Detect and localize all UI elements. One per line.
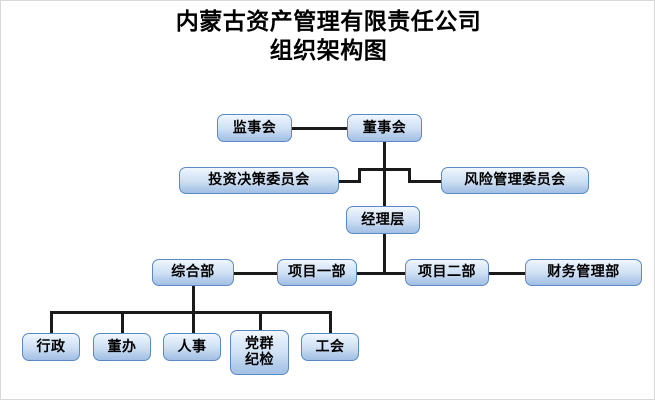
connector-board-to-management — [383, 182, 386, 206]
connector-project2-to-finance — [488, 272, 526, 275]
node-human-resources[interactable]: 人事 — [163, 333, 221, 361]
node-administration[interactable]: 行政 — [22, 333, 80, 361]
node-label-administration: 行政 — [36, 339, 66, 355]
node-labor-union[interactable]: 工会 — [301, 333, 359, 361]
node-label-party-discipline-line-2: 纪检 — [245, 352, 274, 368]
node-label-board-of-directors: 董事会 — [362, 120, 407, 136]
node-party-discipline[interactable]: 党群 纪检 — [230, 330, 289, 375]
connector-drop-board-office — [121, 311, 124, 333]
node-board-office[interactable]: 董办 — [93, 333, 151, 361]
connector-drop-labor-union — [329, 311, 332, 333]
connector-drop-administration — [50, 311, 53, 333]
chart-title-line-1: 内蒙古资产管理有限责任公司 — [175, 9, 482, 34]
connector-to-investment-committee — [338, 180, 361, 183]
node-project-dept-2[interactable]: 项目二部 — [405, 259, 489, 286]
connector-to-risk-committee — [408, 180, 441, 183]
connector-committee-left-drop — [358, 168, 361, 182]
chart-title-line-2: 组织架构图 — [269, 38, 388, 63]
connector-general-affairs-down — [192, 286, 195, 313]
connector-management-down — [383, 234, 386, 273]
node-general-affairs-dept[interactable]: 综合部 — [152, 259, 234, 286]
connector-project1-to-project2 — [356, 272, 406, 275]
node-label-human-resources: 人事 — [177, 339, 207, 355]
connector-board-down — [383, 142, 386, 182]
node-finance-management-dept[interactable]: 财务管理部 — [525, 259, 642, 286]
connector-drop-party-discipline — [259, 311, 262, 333]
node-supervisory-board[interactable]: 监事会 — [217, 114, 292, 142]
connector-general-to-project1 — [233, 272, 278, 275]
chart-title: 内蒙古资产管理有限责任公司 组织架构图 — [1, 7, 654, 65]
node-label-project-dept-2: 项目二部 — [418, 265, 476, 280]
connector-supervisory-to-board — [291, 127, 349, 130]
node-label-labor-union: 工会 — [315, 339, 345, 355]
node-label-risk-management-committee: 风险管理委员会 — [464, 173, 566, 188]
node-label-general-affairs-dept: 综合部 — [171, 265, 215, 280]
connector-committee-bus-right — [383, 168, 411, 171]
connector-committee-bus-left — [358, 168, 386, 171]
node-label-project-dept-1: 项目一部 — [288, 265, 346, 280]
node-investment-decision-committee[interactable]: 投资决策委员会 — [179, 167, 339, 194]
node-risk-management-committee[interactable]: 风险管理委员会 — [441, 167, 589, 194]
node-label-supervisory-board: 监事会 — [232, 120, 277, 136]
node-label-management-level: 经理层 — [361, 212, 405, 228]
connector-subdepartment-bus — [50, 311, 332, 314]
connector-committee-right-drop — [408, 168, 411, 182]
node-label-party-discipline-line-1: 党群 — [245, 336, 274, 352]
node-management-level[interactable]: 经理层 — [346, 206, 420, 234]
node-board-of-directors[interactable]: 董事会 — [347, 114, 422, 142]
node-label-finance-management-dept: 财务管理部 — [547, 265, 620, 280]
connector-drop-human-resources — [192, 311, 195, 333]
node-project-dept-1[interactable]: 项目一部 — [277, 259, 357, 286]
node-label-board-office: 董办 — [107, 339, 137, 355]
node-label-investment-decision-committee: 投资决策委员会 — [208, 173, 310, 188]
